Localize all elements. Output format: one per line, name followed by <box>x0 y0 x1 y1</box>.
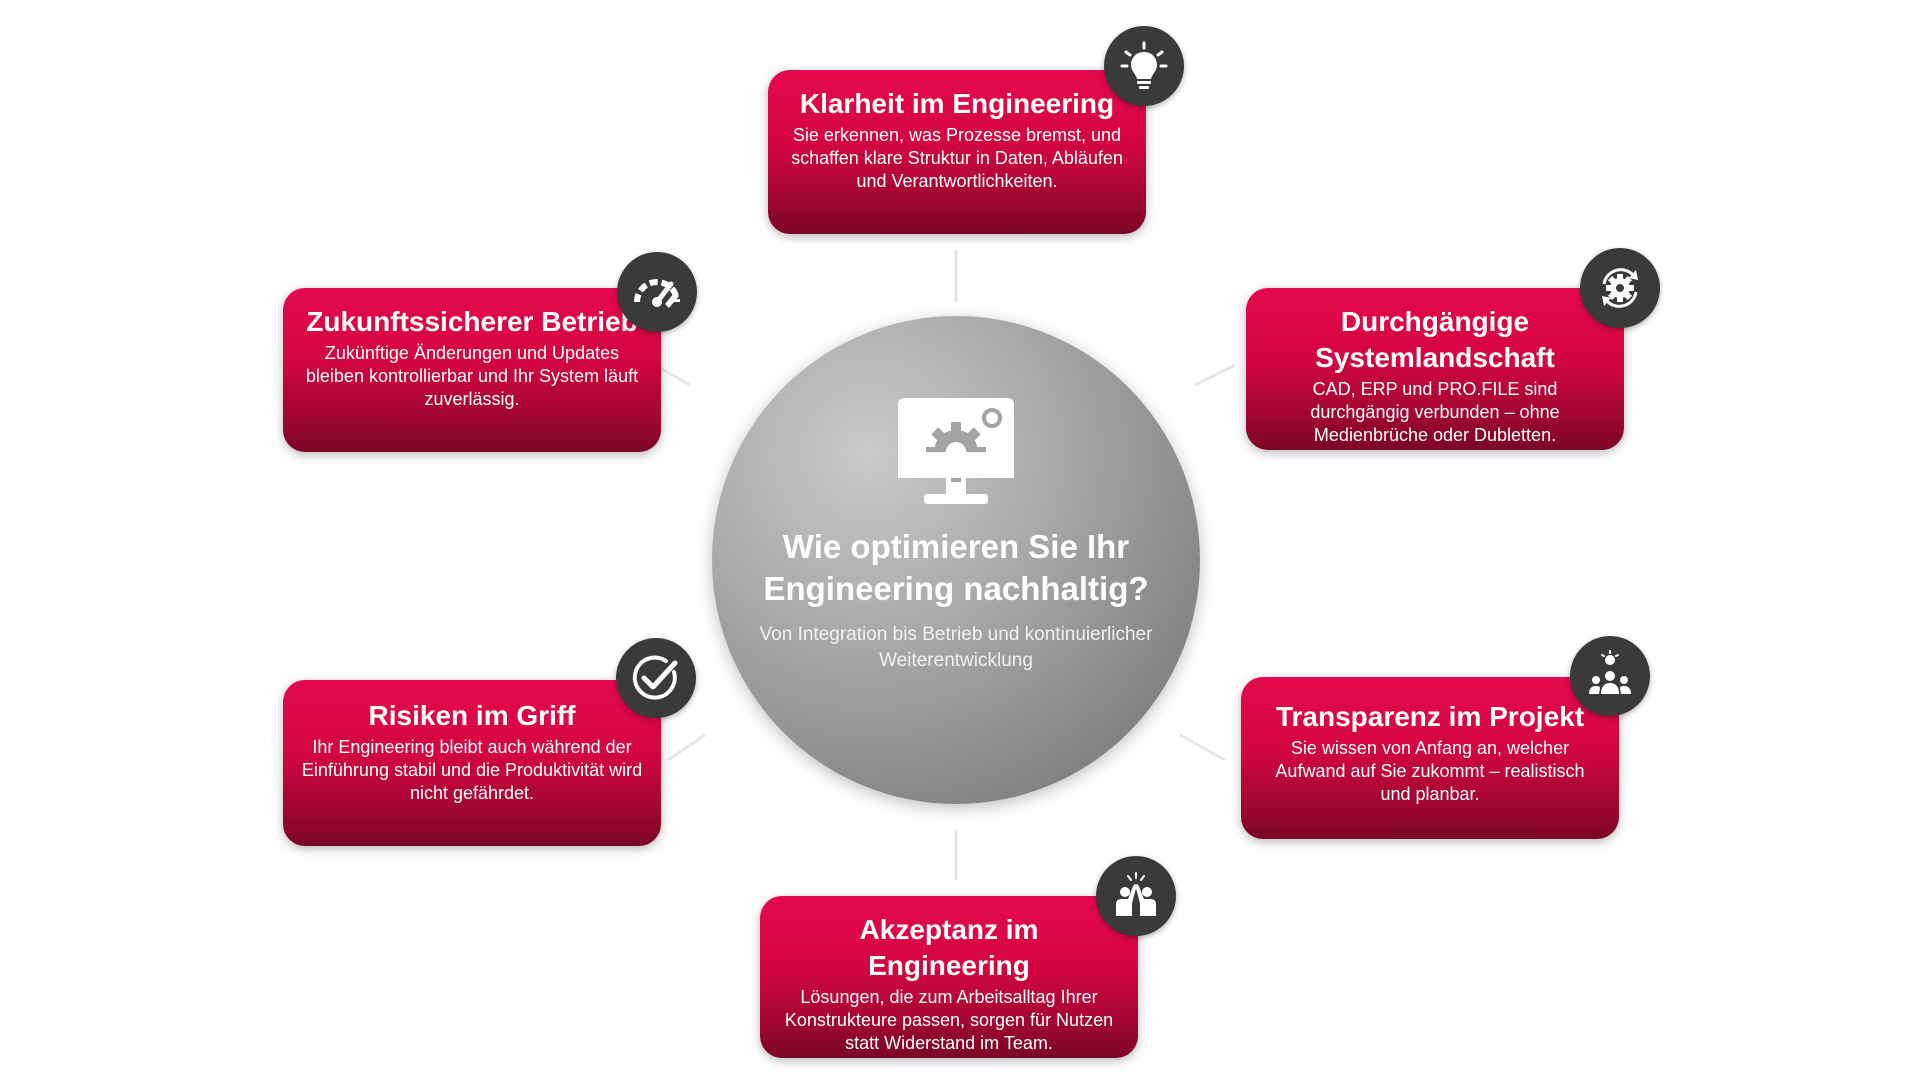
card-zukunftssicher: Zukunftssicherer Betrieb Zukünftige Ände… <box>283 288 661 452</box>
connector-bottom-right <box>1179 733 1226 762</box>
speedometer-icon <box>634 279 680 308</box>
card-text: Lösungen, die zum Arbeitsalltag Ihrer Ko… <box>784 987 1114 1053</box>
card-text: Sie wissen von Anfang an, welcher Aufwan… <box>1275 738 1585 804</box>
central-hub: Wie optimieren Sie Ihr Engineering nachh… <box>712 316 1200 804</box>
card-akzeptanz: Akzeptanz im Engineering Lösungen, die z… <box>760 896 1138 1058</box>
check-circle-icon <box>632 655 678 700</box>
lightbulb-badge <box>1104 26 1184 106</box>
card-text: Ihr Engineering bleibt auch während der … <box>301 737 643 803</box>
lightbulb-icon <box>1120 41 1168 89</box>
card-title: Akzeptanz im Engineering <box>859 914 1039 981</box>
card-title: Zukunftssicherer Betrieb <box>306 306 638 337</box>
card-text: Zukünftige Änderungen und Updates bleibe… <box>305 343 639 409</box>
gear-cycle-badge <box>1580 248 1660 328</box>
card-transparenz: Transparenz im Projekt Sie wissen von An… <box>1241 677 1619 839</box>
high-five-icon <box>1116 872 1156 916</box>
connector-bottom-left <box>667 733 706 762</box>
hub-subtitle: Von Integration bis Betrieb und kontinui… <box>759 624 1153 671</box>
connector-top-right <box>1194 363 1236 387</box>
card-title: Risiken im Griff <box>368 700 576 731</box>
card-title: Transparenz im Projekt <box>1275 701 1585 732</box>
monitor-gear-icon <box>898 398 1014 504</box>
card-title: Klarheit im Engineering <box>799 88 1115 119</box>
gear-cycle-icon <box>1602 268 1638 308</box>
team-idea-badge <box>1570 636 1650 716</box>
card-risiken: Risiken im Griff Ihr Engineering bleibt … <box>283 680 661 846</box>
team-idea-icon <box>1589 650 1631 694</box>
card-title: Durchgängige Systemlandschaft <box>1315 306 1555 373</box>
card-systemlandschaft: Durchgängige Systemlandschaft CAD, ERP u… <box>1246 288 1624 450</box>
card-text: Sie erkennen, was Prozesse bremst, und s… <box>791 125 1123 191</box>
high-five-badge <box>1096 856 1176 936</box>
card-klarheit: Klarheit im Engineering Sie erkennen, wa… <box>768 70 1146 234</box>
check-circle-badge <box>616 638 696 718</box>
speedometer-badge <box>617 252 697 332</box>
card-text: CAD, ERP und PRO.FILE sind durchgängig v… <box>1310 379 1560 445</box>
hub-title: Wie optimieren Sie Ihr Engineering nachh… <box>763 528 1149 607</box>
